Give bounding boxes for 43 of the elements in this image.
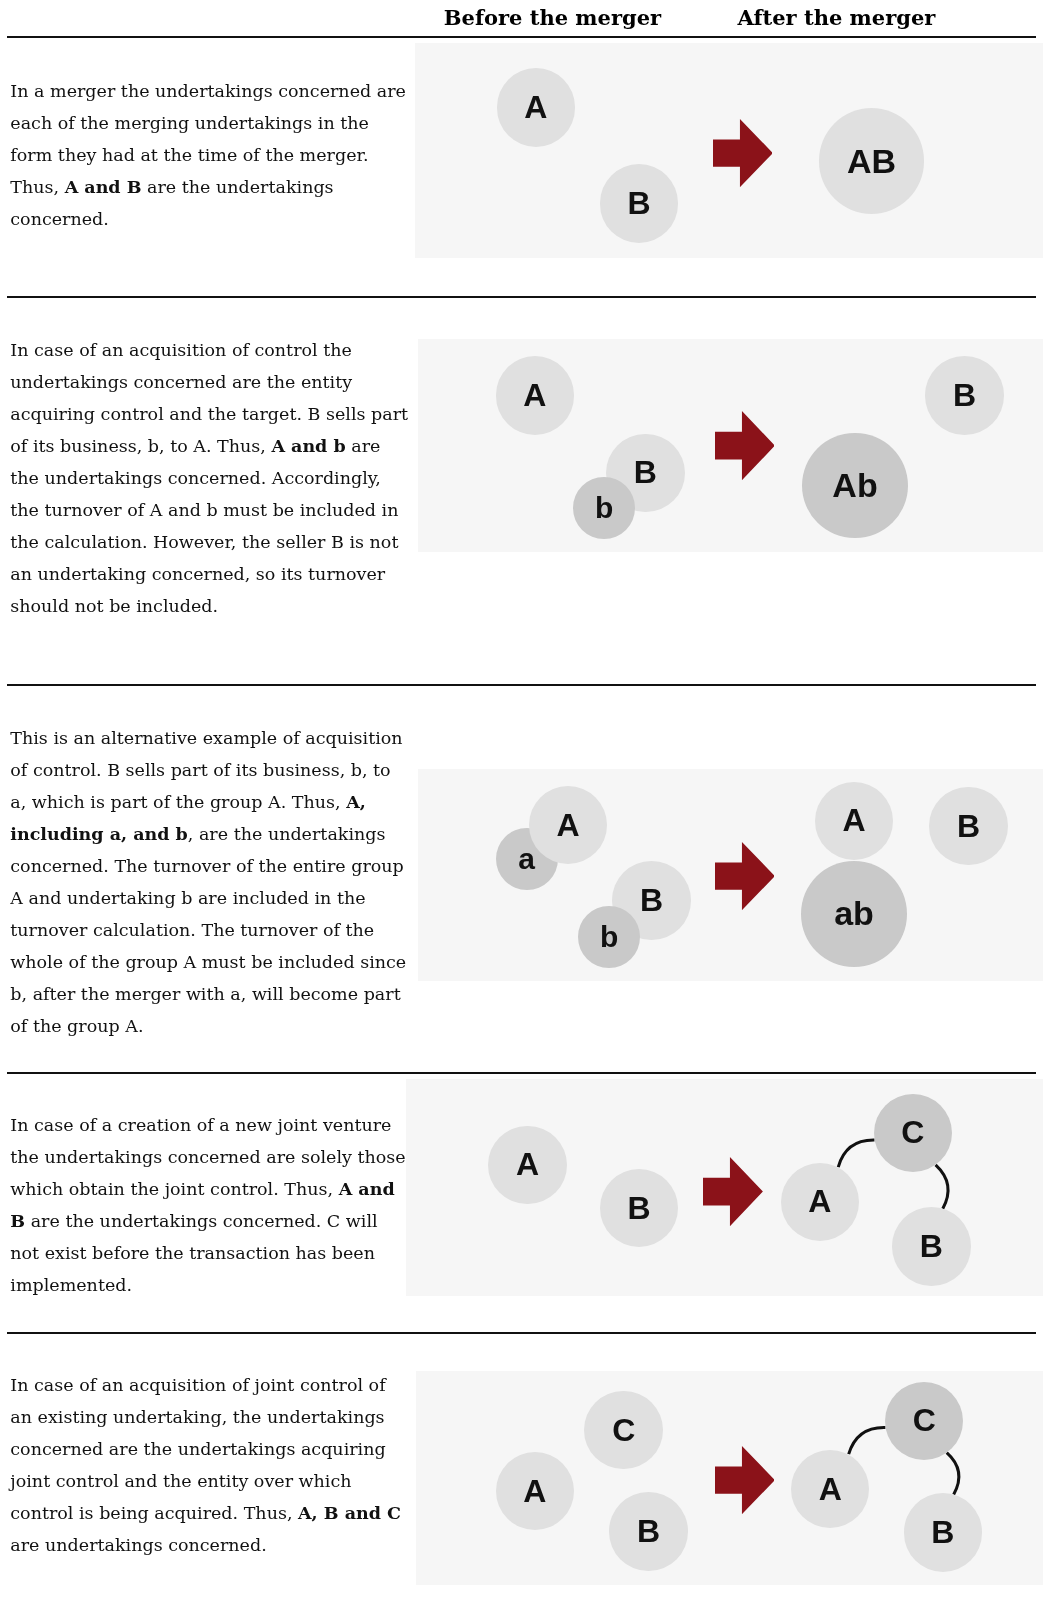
description-text: This is an alternative example of acquisition of control. B sells part of its business, b, to a, which is part of the group A. Thus, A, including a, and b, are the undertakings concerned. The turnover of the entire group A and undertaking b are included in the turnover calculation. The turnover of the whole of the group A must be included since b, after the merger with a, will become part of the group A. <box>10 726 408 1038</box>
entity-circle: A <box>495 356 575 435</box>
connector-line <box>934 1163 950 1210</box>
entity-circle: Ab <box>802 432 908 538</box>
entity-circle: C <box>584 1390 663 1470</box>
panel-background <box>405 1079 1043 1296</box>
entity-circle: C <box>873 1093 953 1173</box>
entity-circle: B <box>599 164 679 243</box>
entity-circle: B <box>599 1168 679 1248</box>
entity-circle: A <box>488 1125 567 1205</box>
block-arrow <box>714 841 775 910</box>
description-text: In case of an acquisition of control the undertakings concerned are the entity acquiring control and the target. B sells part of its business, b, to A. Thus, A and b are the undertakings concerned. Accordingly, the turnover of A and b must be included in the calculation. However, the seller B is not an undertaking concerned, so its turnover should not be included. <box>10 338 410 618</box>
panel-background <box>416 1371 1043 1586</box>
description-text: In a merger the undertakings concerned are each of the merging undertakings in the form they had at the time of the merger. Thus, A and B are the undertakings concerned. <box>10 80 407 232</box>
entity-circle: A <box>780 1162 860 1242</box>
block-arrow <box>714 1445 775 1514</box>
block-arrow <box>712 118 773 187</box>
connector-line <box>945 1451 961 1496</box>
entity-circle: AB <box>818 108 925 214</box>
entity-circle: B <box>609 1492 688 1571</box>
entity-circle: B <box>925 356 1004 435</box>
panel-background <box>418 338 1043 553</box>
entity-circle: b <box>573 477 636 539</box>
column-heading: Before the merger <box>443 4 662 30</box>
entity-circle: ab <box>801 861 907 967</box>
description-text: In case of a creation of a new joint venture the undertakings concerned are solely those which obtain the joint control. Thus, A and B are the undertakings concerned. C will not exist before the transaction has been implemented. <box>10 1114 407 1298</box>
entity-circle: b <box>578 905 641 968</box>
entity-circle: B <box>892 1207 971 1286</box>
entity-circle: A <box>496 68 576 147</box>
column-heading: After the merger <box>737 4 936 30</box>
entity-circle: C <box>884 1381 964 1461</box>
connector-line <box>847 1426 886 1455</box>
block-arrow <box>703 1156 764 1226</box>
entity-circle: A <box>495 1451 575 1531</box>
panel-background <box>415 43 1043 259</box>
entity-circle: B <box>903 1493 982 1572</box>
panel-background <box>418 769 1043 981</box>
description-text: In case of an acquisition of joint control of an existing undertaking, the undertakings concerned are the undertakings acquiring joint control and the entity over which control is being acquired. Thus, A, B and C are undertakings concerned. <box>10 1374 402 1558</box>
connector-line <box>836 1138 875 1168</box>
entity-circle: A <box>791 1449 870 1529</box>
block-arrow <box>714 411 775 481</box>
entity-circle: A <box>814 781 894 861</box>
entity-circle: B <box>929 786 1008 866</box>
